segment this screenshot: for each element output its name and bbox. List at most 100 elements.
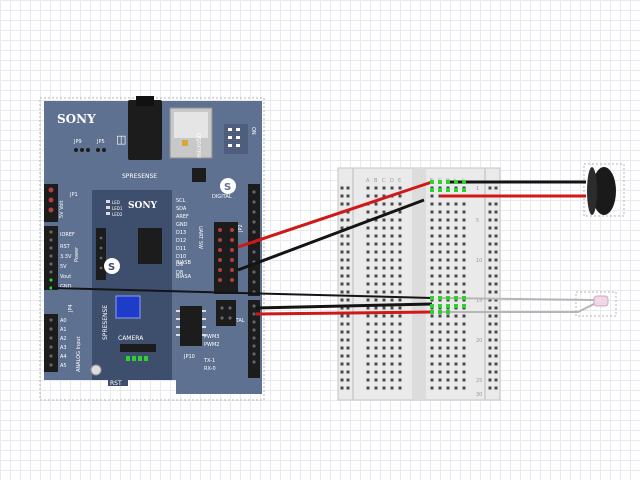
breadboard-hole bbox=[340, 186, 344, 190]
breadboard-hole bbox=[430, 338, 434, 342]
on-pads bbox=[224, 124, 248, 154]
main-led1-label: LED1 bbox=[112, 206, 123, 211]
breadboard-hole bbox=[438, 362, 442, 366]
breadboard-hole bbox=[398, 226, 402, 230]
regulator-chip bbox=[192, 168, 206, 182]
breadboard-hole bbox=[340, 218, 344, 222]
breadboard-hole bbox=[430, 314, 434, 318]
breadboard-hole bbox=[488, 266, 492, 270]
breadboard[interactable]: A B C D E F G H I J 1 5 10 15 20 25 30 bbox=[337, 167, 501, 401]
breadboard-hole bbox=[346, 386, 350, 390]
bb-row-15: 15 bbox=[476, 298, 482, 304]
breadboard-hole bbox=[382, 370, 386, 374]
breadboard-hole bbox=[438, 226, 442, 230]
breadboard-hole bbox=[374, 386, 378, 390]
breadboard-hole bbox=[390, 274, 394, 278]
breadboard-hole bbox=[346, 298, 350, 302]
bb-col-e: E bbox=[398, 178, 401, 184]
breadboard-hole bbox=[346, 274, 350, 278]
breadboard-hole bbox=[398, 338, 402, 342]
breadboard-hole bbox=[454, 282, 458, 286]
breadboard-hole bbox=[340, 290, 344, 294]
photoresistor-leg-2[interactable] bbox=[440, 303, 595, 313]
breadboard-hole bbox=[366, 354, 370, 358]
breadboard-hole bbox=[438, 202, 442, 206]
spresense-extension-board[interactable]: SONY ◫ microSD JP9 JP5 ON S SPRESENSE bbox=[39, 96, 265, 401]
breadboard-hole bbox=[446, 370, 450, 374]
spresense-main-board[interactable]: SONY LED LED1 LED2 S SPRESENSE CAMERA bbox=[90, 190, 172, 380]
breadboard-hole bbox=[390, 290, 394, 294]
breadboard-hole bbox=[430, 242, 434, 246]
breadboard-hole bbox=[374, 354, 378, 358]
pin-label-rst: RST bbox=[60, 244, 71, 250]
breadboard-hole bbox=[488, 186, 492, 190]
breadboard-hole bbox=[494, 290, 498, 294]
breadboard-hole bbox=[454, 314, 458, 318]
electret-microphone[interactable] bbox=[583, 163, 625, 217]
breadboard-hole bbox=[446, 266, 450, 270]
breadboard-hole bbox=[340, 314, 344, 318]
breadboard-hole bbox=[446, 218, 450, 222]
breadboard-hole bbox=[488, 298, 492, 302]
connected-hole-highlight bbox=[430, 180, 434, 184]
bb-row-20: 20 bbox=[476, 338, 482, 344]
connected-hole-highlight bbox=[446, 304, 450, 308]
connected-hole-highlight bbox=[430, 188, 434, 192]
breadboard-hole bbox=[340, 234, 344, 238]
connected-hole-highlight bbox=[438, 296, 442, 300]
digital-header-top bbox=[248, 184, 260, 296]
breadboard-hole bbox=[390, 202, 394, 206]
breadboard-hole bbox=[446, 226, 450, 230]
breadboard-hole bbox=[398, 362, 402, 366]
breadboard-hole bbox=[374, 210, 378, 214]
breadboard-hole bbox=[382, 234, 386, 238]
breadboard-hole bbox=[462, 370, 466, 374]
breadboard-hole bbox=[374, 322, 378, 326]
breadboard-hole bbox=[382, 338, 386, 342]
breadboard-hole bbox=[430, 370, 434, 374]
breadboard-hole bbox=[488, 226, 492, 230]
breadboard-hole bbox=[366, 250, 370, 254]
breadboard-hole bbox=[430, 194, 434, 198]
breadboard-hole bbox=[346, 266, 350, 270]
camera-module bbox=[115, 295, 141, 319]
breadboard-hole bbox=[340, 370, 344, 374]
breadboard-hole bbox=[374, 330, 378, 334]
breadboard-hole bbox=[488, 346, 492, 350]
breadboard-hole bbox=[346, 370, 350, 374]
breadboard-hole bbox=[390, 242, 394, 246]
connected-hole-highlight bbox=[462, 180, 466, 184]
breadboard-hole bbox=[398, 322, 402, 326]
bias-black-wire[interactable] bbox=[237, 198, 425, 272]
breadboard-hole bbox=[430, 274, 434, 278]
connected-hole-highlight bbox=[454, 304, 458, 308]
gnd-black-wire[interactable] bbox=[51, 287, 433, 299]
analog-labels: A0 A1 A2 A3 A4 A5 bbox=[60, 318, 67, 369]
photoresistor[interactable] bbox=[575, 291, 617, 317]
pin-label-d12: D12 bbox=[176, 238, 186, 244]
breadboard-hole bbox=[390, 330, 394, 334]
red-header-jp1 bbox=[44, 184, 58, 222]
breadboard-hole bbox=[462, 210, 466, 214]
connected-hole-highlight bbox=[462, 296, 466, 300]
breadboard-hole bbox=[462, 330, 466, 334]
connected-hole-highlight bbox=[454, 188, 458, 192]
breadboard-hole bbox=[346, 362, 350, 366]
breadboard-hole bbox=[340, 322, 344, 326]
reset-button[interactable] bbox=[90, 364, 102, 376]
breadboard-hole bbox=[346, 338, 350, 342]
rst-label-plate bbox=[108, 378, 128, 386]
breadboard-hole bbox=[438, 378, 442, 382]
breadboard-hole bbox=[398, 298, 402, 302]
breadboard-hole bbox=[462, 282, 466, 286]
breadboard-hole bbox=[398, 258, 402, 262]
signal-black-wire[interactable] bbox=[255, 302, 433, 310]
breadboard-hole bbox=[446, 330, 450, 334]
signal-red-wire[interactable] bbox=[255, 310, 433, 316]
breadboard-hole bbox=[366, 338, 370, 342]
breadboard-hole bbox=[488, 210, 492, 214]
bias-red-wire[interactable] bbox=[237, 180, 433, 249]
breadboard-hole bbox=[382, 386, 386, 390]
breadboard-hole bbox=[382, 298, 386, 302]
